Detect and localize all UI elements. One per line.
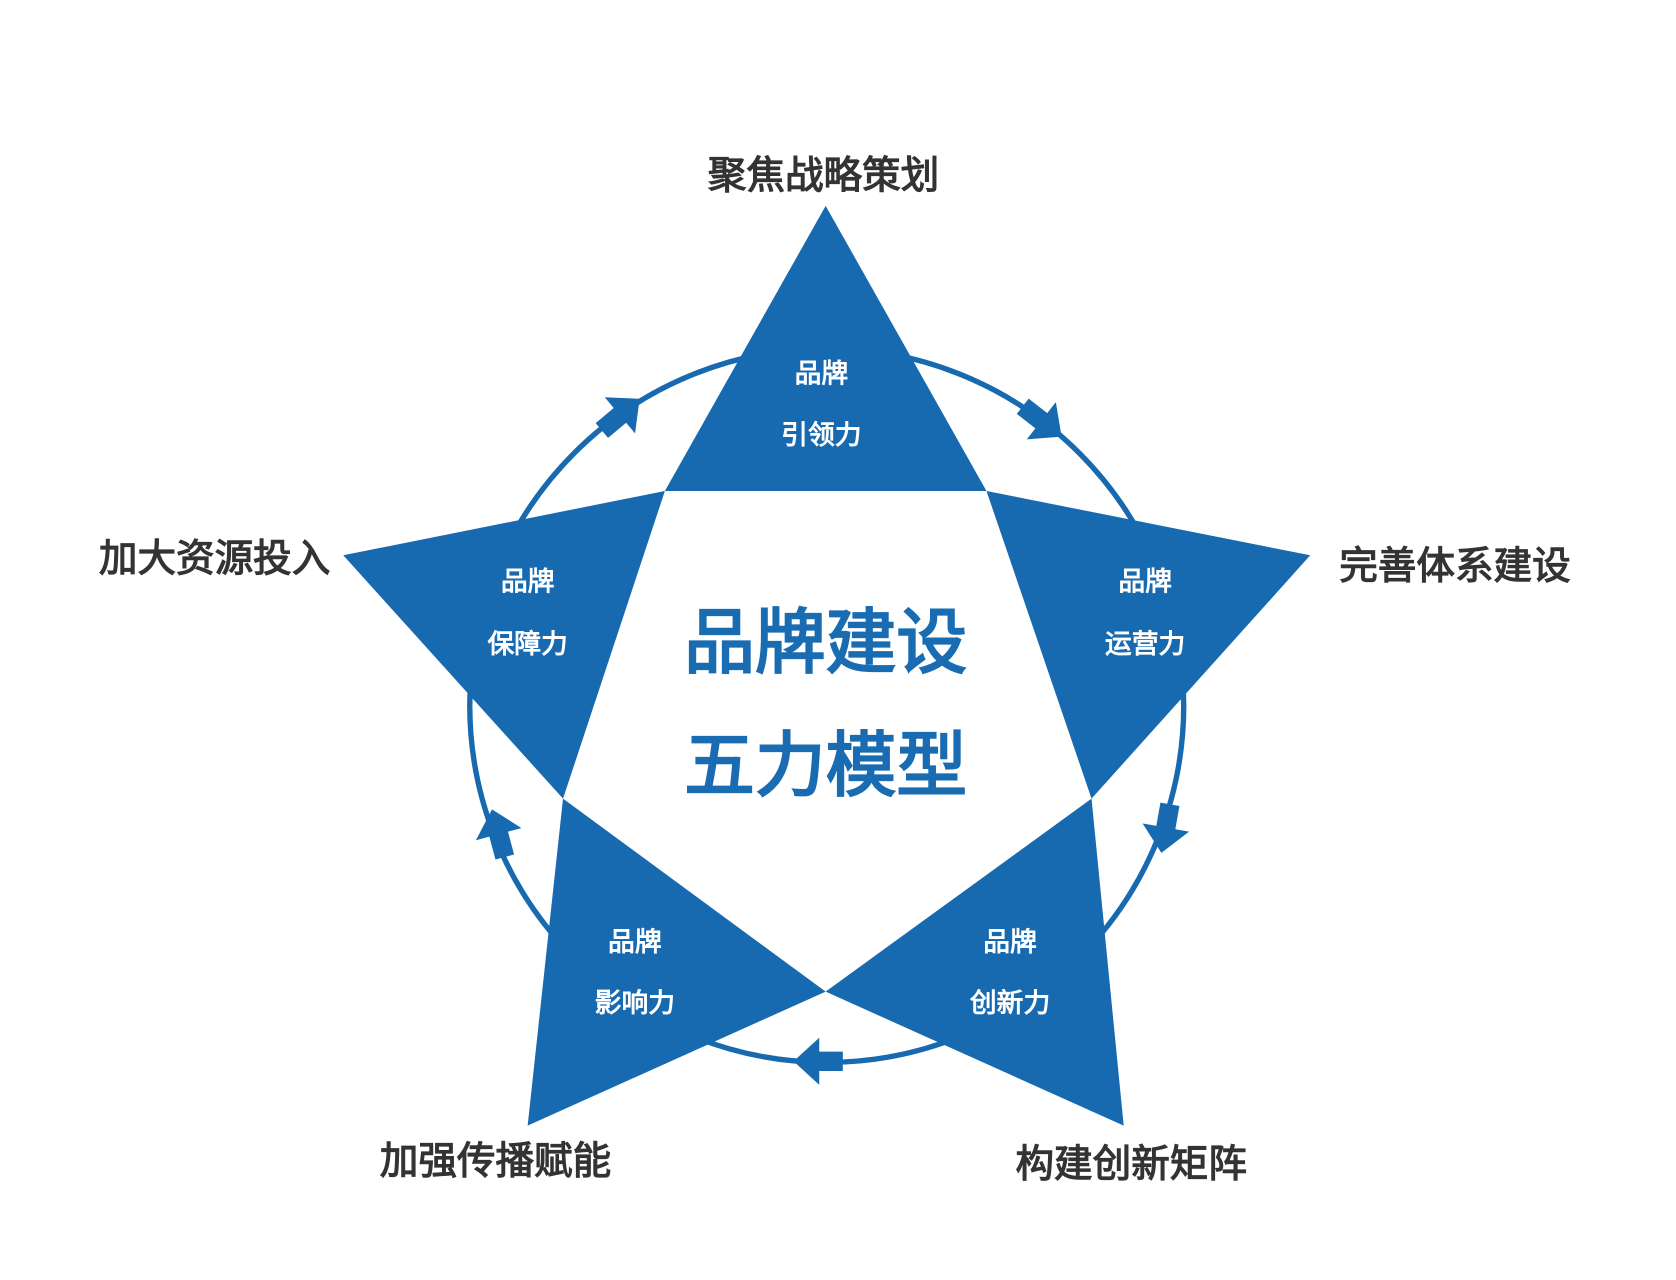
- arrow-icon: [475, 809, 522, 860]
- outer-label-bottom-left: 加强传播赋能: [380, 1139, 611, 1184]
- outer-label-right: 完善体系建设: [1339, 544, 1571, 589]
- inner-label-top: 品牌: [983, 927, 1037, 958]
- star-point-bottom-right: [825, 798, 1124, 1126]
- cycle-arrows: [475, 397, 1190, 1085]
- arrow-icon: [793, 1037, 843, 1085]
- inner-label-bottom: 保障力: [486, 628, 567, 660]
- star-point-left: [343, 490, 665, 799]
- star-point-right: [986, 490, 1311, 799]
- arrow-icon: [1016, 398, 1062, 440]
- inner-label-bottom: 引领力: [781, 420, 861, 451]
- center-title-line2: 五力模型: [684, 724, 967, 807]
- inner-label-top: 品牌: [795, 359, 849, 390]
- inner-label-bottom: 影响力: [595, 987, 675, 1019]
- inner-label-top: 品牌: [608, 927, 662, 958]
- star-point-top: [664, 205, 987, 491]
- outer-label-left: 加大资源投入: [99, 536, 331, 581]
- arrow-icon: [595, 397, 640, 438]
- arrow-icon: [1142, 802, 1190, 853]
- center-title-line1: 品牌建设: [684, 601, 967, 684]
- inner-label-bottom: 运营力: [1105, 629, 1185, 660]
- outer-label-top: 聚焦战略策划: [707, 154, 939, 199]
- star-point-bottom-left: [527, 798, 826, 1126]
- inner-label-top: 品牌: [501, 567, 555, 598]
- inner-label-bottom: 创新力: [969, 987, 1050, 1019]
- inner-label-top: 品牌: [1118, 567, 1172, 598]
- outer-label-bottom-right: 构建创新矩阵: [1015, 1142, 1246, 1187]
